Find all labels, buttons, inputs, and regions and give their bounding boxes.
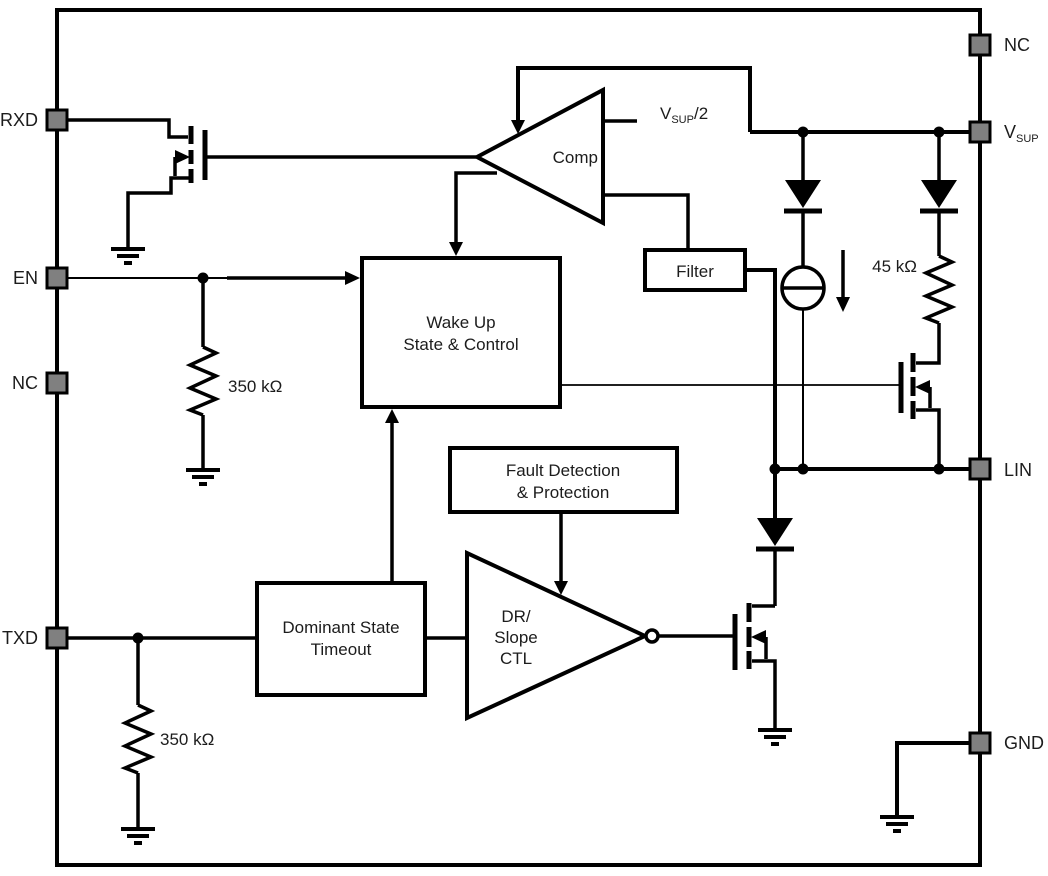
ground-symbol-rxd: [111, 247, 145, 265]
junction-dot: [132, 632, 144, 644]
slope-label-line2: Slope: [494, 628, 537, 647]
pin-gnd: [968, 731, 992, 755]
source-wire: [752, 659, 777, 728]
en-resistor-label: 350 kΩ: [228, 377, 282, 396]
lin-driver-mosfet: [732, 603, 777, 728]
junction-dot: [197, 272, 209, 284]
fault-label-line2: & Protection: [517, 483, 610, 502]
ground-symbol-txd: [121, 827, 155, 845]
junction-dot: [769, 463, 781, 475]
current-source-branch: [780, 132, 826, 469]
current-direction-arrow: [836, 250, 850, 312]
junction-dot: [933, 126, 945, 138]
filter-block: Filter: [643, 248, 747, 292]
body-arrow: [175, 150, 190, 164]
pullup-resistor-lead: [916, 323, 941, 365]
pin-label-rxd: RXD: [0, 110, 38, 130]
diode-pullup: [920, 180, 958, 214]
pin-label-gnd: GND: [1004, 733, 1044, 753]
pin-lin: [968, 457, 992, 481]
pin-rxd: [45, 108, 69, 132]
wire-filter-sense: [745, 268, 777, 518]
body-arrow: [751, 630, 766, 644]
wire-comp-to-wakeup: [454, 171, 497, 244]
wakeup-block: Wake Up State & Control: [360, 256, 562, 409]
lin-blocking-diode: [756, 518, 794, 606]
diode-current-source: [784, 180, 822, 214]
txd-resistor-label: 350 kΩ: [160, 730, 214, 749]
pin-nc-left: [45, 371, 69, 395]
fault-label-line1: Fault Detection: [506, 461, 620, 480]
fault-block: Fault Detection & Protection: [448, 446, 679, 514]
filter-label: Filter: [676, 262, 714, 281]
arrowhead-down-wakeup-top: [449, 242, 463, 256]
rxd-output-mosfet: [126, 126, 208, 247]
pin-label-nc-right: NC: [1004, 35, 1030, 55]
pullup-branch: 45 kΩ: [872, 132, 958, 365]
junction-dot: [797, 126, 809, 138]
pullup-switch-mosfet: [898, 353, 941, 469]
vsup2-ref-label: VSUP/2: [660, 104, 708, 126]
pin-label-en: EN: [13, 268, 38, 288]
pullup-resistor-45k: [921, 254, 957, 325]
pin-en: [45, 266, 69, 290]
arrowhead-fault-down: [554, 581, 568, 595]
dominant-label-line2: Timeout: [311, 640, 372, 659]
wakeup-label-line2: State & Control: [403, 335, 518, 354]
pin-nc-right: [968, 33, 992, 57]
txd-pulldown-resistor: 350 kΩ: [120, 638, 214, 827]
pin-label-nc-left: NC: [12, 373, 38, 393]
junction-dot: [933, 463, 945, 475]
pin-vsup: [968, 120, 992, 144]
dominant-timeout-block: Dominant State Timeout: [255, 581, 427, 697]
pin-txd: [45, 626, 69, 650]
ground-symbol-driver: [758, 728, 792, 746]
pin-label-txd: TXD: [2, 628, 38, 648]
source-wire: [126, 176, 189, 247]
pin-label-lin: LIN: [1004, 460, 1032, 480]
pullup-resistor-label: 45 kΩ: [872, 257, 917, 276]
body-arrow: [915, 380, 930, 394]
wire-filter-to-comp: [603, 193, 690, 248]
source-wire: [916, 408, 941, 469]
arrowhead-down-comp: [511, 120, 525, 134]
dominant-label-line1: Dominant State: [282, 618, 399, 637]
wakeup-label-line1: Wake Up: [426, 313, 495, 332]
arrowhead-en-wakeup: [345, 271, 360, 285]
inverter-bubble: [644, 628, 660, 644]
comp-comparator: Comp: [472, 86, 605, 227]
ground-symbol-en: [186, 468, 220, 486]
wire-vsup-feedback: [516, 66, 752, 132]
wire-gnd: [895, 741, 970, 815]
en-pulldown-resistor: 350 kΩ: [185, 278, 282, 468]
pin-label-vsup: VSUP: [1004, 122, 1039, 145]
junction-dot: [797, 463, 809, 475]
slope-label-line1: DR/: [501, 607, 531, 626]
comp-label: Comp: [553, 148, 598, 167]
wire-rxd: [67, 118, 188, 139]
ground-symbol-gnd-pin: [880, 815, 914, 833]
ic-boundary: [55, 8, 982, 867]
arrowhead-up-wakeup-bottom: [385, 409, 399, 423]
slope-label-line3: CTL: [500, 649, 532, 668]
